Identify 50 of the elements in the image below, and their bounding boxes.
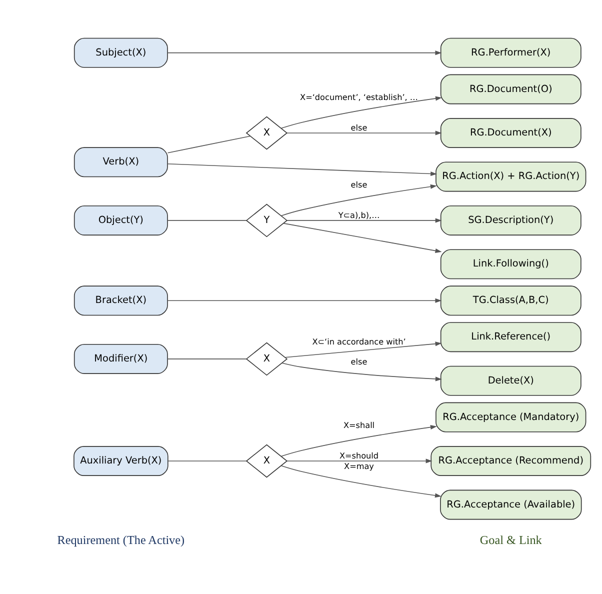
node-box: RG.Document(O): [440, 74, 582, 104]
connector: [167, 358, 247, 360]
node-box: RG.Action(X) + RG.Action(Y): [436, 162, 586, 192]
node-box: RG.Acceptance (Mandatory): [436, 402, 586, 432]
node-diamond: Y: [246, 204, 288, 238]
arrow: [286, 458, 432, 464]
node-box: Auxiliary Verb(X): [74, 446, 168, 476]
arrow: [280, 424, 437, 457]
connector: [167, 136, 251, 154]
node-box: Object(Y): [74, 205, 168, 236]
node-diamond: X: [246, 444, 288, 478]
label: Goal & Link: [480, 533, 542, 548]
node-box: TG.Class(A,B,C): [440, 286, 582, 316]
edge-label: else: [350, 179, 368, 190]
arrow: [167, 50, 442, 56]
node-box: RG.Performer(X): [440, 38, 582, 68]
arrow: [282, 362, 442, 382]
node-box: Subject(X): [74, 38, 168, 68]
edge-label: X=may: [344, 461, 374, 472]
node-box: SG.Description(Y): [440, 205, 582, 236]
label: Requirement (The Active): [57, 533, 185, 548]
node-box: Link.Reference(): [440, 322, 582, 352]
edge-label: X=shall: [343, 420, 375, 430]
edge-label: X=should: [339, 450, 379, 461]
node-diamond: X: [246, 342, 288, 376]
edge-label: X=‘document’, ‘establish’, …: [300, 92, 418, 102]
connector: [167, 220, 247, 221]
node-box: RG.Acceptance (Recommend): [430, 446, 592, 476]
arrow: [286, 130, 442, 136]
arrow: [280, 96, 442, 129]
node-box: Verb(X): [74, 147, 168, 178]
arrow: [284, 342, 442, 358]
node-box: Link.Following(): [440, 249, 582, 280]
edge-label: X⊂‘in accordance with’: [312, 336, 406, 346]
arrow: [167, 163, 438, 176]
node-box: RG.Document(X): [440, 118, 582, 148]
node-diamond: X: [246, 116, 288, 150]
edge-label: Y⊂a),b),…: [338, 210, 380, 220]
node-box: Bracket(X): [74, 286, 168, 316]
arrow: [280, 184, 437, 216]
arrow: [280, 465, 442, 498]
connector: [168, 460, 247, 462]
edge-label: else: [350, 122, 368, 133]
edge-label: else: [350, 356, 368, 367]
node-box: Delete(X): [440, 366, 582, 396]
node-box: RG.Acceptance (Available): [440, 490, 582, 520]
node-box: Modifier(X): [74, 344, 168, 374]
arrow: [167, 298, 442, 303]
arrow: [286, 218, 442, 223]
arrow: [283, 222, 442, 253]
